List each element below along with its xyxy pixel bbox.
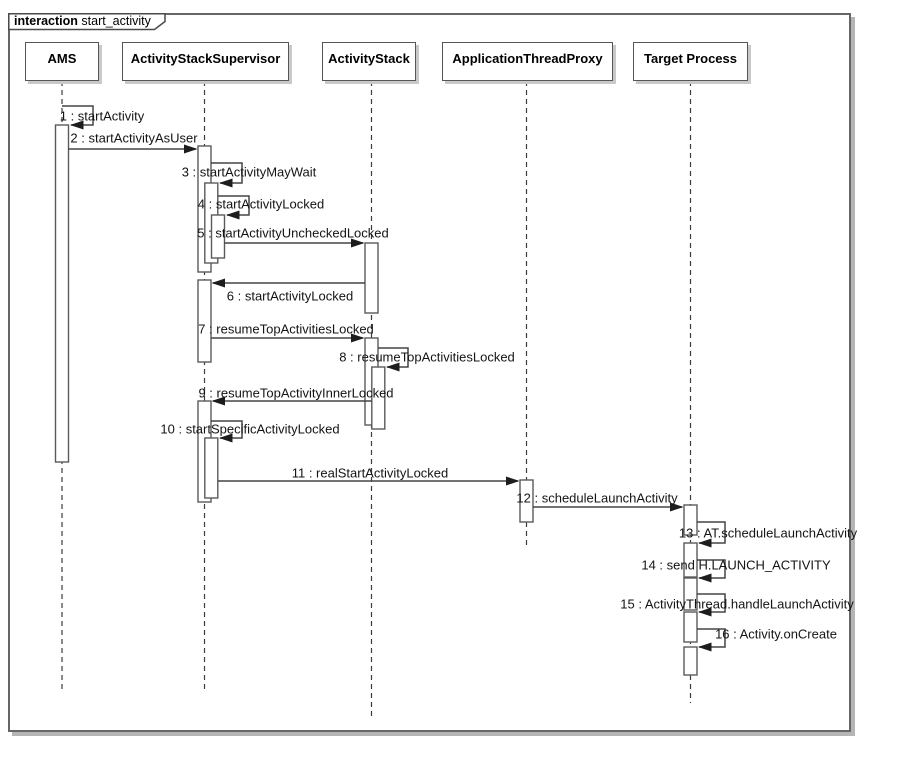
activation-bar bbox=[210, 214, 226, 259]
arrowhead-4 bbox=[226, 210, 240, 220]
arrowhead-5 bbox=[351, 238, 365, 248]
activation-bar bbox=[197, 279, 212, 363]
arrowhead-7 bbox=[351, 333, 365, 343]
activation-bars bbox=[54, 124, 698, 676]
arrowhead-2 bbox=[184, 144, 198, 154]
activation-bar bbox=[371, 366, 386, 430]
message-label-4: 4 : startActivityLocked bbox=[197, 196, 325, 212]
message-label-11: 11 : realStartActivityLocked bbox=[291, 465, 449, 481]
message-label-14: 14 : send H.LAUNCH_ACTIVITY bbox=[641, 557, 831, 573]
lifeline-head-ams: AMS bbox=[25, 42, 99, 81]
message-line-14 bbox=[697, 559, 726, 579]
arrowhead-6 bbox=[211, 278, 225, 288]
activation-bar bbox=[54, 124, 70, 463]
message-label-10: 10 : startSpecificActivityLocked bbox=[160, 421, 340, 437]
arrowhead-14 bbox=[698, 573, 712, 583]
message-label-8: 8 : resumeTopActivitiesLocked bbox=[339, 349, 515, 365]
arrowhead-10 bbox=[219, 433, 233, 443]
arrowhead-8 bbox=[386, 362, 400, 372]
arrowhead-3 bbox=[219, 178, 233, 188]
arrowhead-9 bbox=[211, 396, 225, 406]
activation-bar bbox=[683, 646, 698, 676]
lifeline-head-activitystack: ActivityStack bbox=[322, 42, 416, 81]
message-label-3: 3 : startActivityMayWait bbox=[181, 164, 317, 180]
arrowheads bbox=[70, 120, 712, 652]
message-label-1: 1 : startActivity bbox=[59, 108, 145, 124]
activation-bar bbox=[683, 611, 698, 643]
message-line-16 bbox=[697, 628, 726, 648]
frame-tab-shape bbox=[8, 13, 166, 31]
lifeline-head-applicationthreadproxy: ApplicationThreadProxy bbox=[442, 42, 613, 81]
message-label-16: 16 : Activity.onCreate bbox=[715, 626, 837, 642]
frame-label: interaction start_activity bbox=[14, 14, 151, 29]
message-label-9: 9 : resumeTopActivityInnerLocked bbox=[198, 385, 394, 401]
activation-bar bbox=[364, 242, 379, 314]
message-lines bbox=[62, 105, 726, 648]
message-label-6: 6 : startActivityLocked bbox=[226, 288, 354, 304]
lifeline-head-target-process: Target Process bbox=[633, 42, 748, 81]
activation-bar bbox=[204, 437, 219, 499]
arrowhead-16 bbox=[698, 642, 712, 652]
arrowhead-11 bbox=[506, 476, 520, 486]
message-line-13 bbox=[697, 521, 726, 544]
message-label-15: 15 : ActivityThread.handleLaunchActivity bbox=[620, 596, 854, 612]
message-label-13: 13 : AT.scheduleLaunchActivity bbox=[678, 525, 858, 541]
frame-keyword: interaction bbox=[14, 14, 78, 28]
message-label-12: 12 : scheduleLaunchActivity bbox=[516, 490, 678, 506]
activation-bar bbox=[683, 504, 698, 536]
activation-bar bbox=[519, 479, 534, 523]
message-line-15 bbox=[697, 593, 726, 613]
arrowhead-12 bbox=[670, 502, 684, 512]
message-label-7: 7 : resumeTopActivitiesLocked bbox=[198, 321, 374, 337]
arrowhead-13 bbox=[698, 538, 712, 548]
frame-name: start_activity bbox=[81, 14, 151, 28]
lifeline-head-activitystacksupervisor: ActivityStackSupervisor bbox=[122, 42, 289, 81]
arrowhead-1 bbox=[70, 120, 84, 130]
message-label-2: 2 : startActivityAsUser bbox=[70, 130, 198, 146]
arrowhead-15 bbox=[698, 607, 712, 617]
message-label-5: 5 : startActivityUncheckedLocked bbox=[197, 225, 389, 241]
